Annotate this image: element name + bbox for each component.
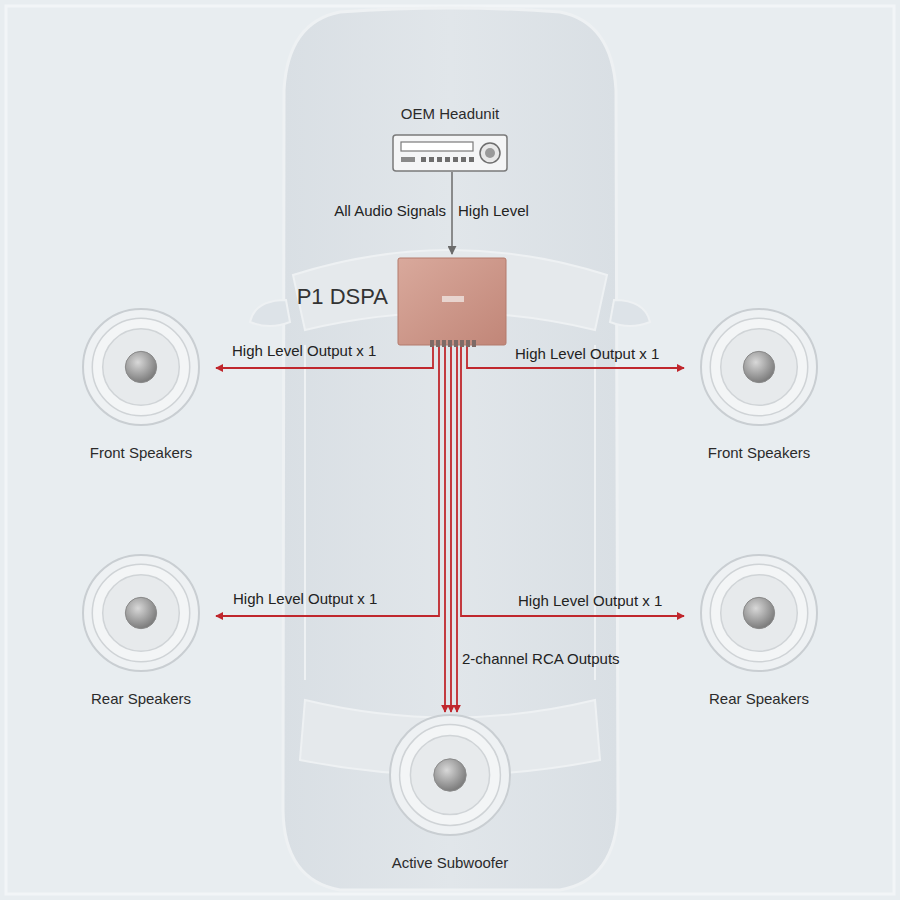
edge-label: All Audio Signals [334,202,446,220]
connector-line [467,345,684,368]
edge-label: High Level Output x 1 [233,590,377,608]
edge-label: High Level Output x 1 [232,342,376,360]
connector-line [451,172,453,254]
signal-connector [461,345,684,616]
dsp-amplifier-box: P1 DSPA [398,258,506,345]
speaker-icon [66,553,216,673]
edge-label: High Level Output x 1 [518,592,662,610]
speaker-label: Front Speakers [66,443,216,463]
connector-line [456,345,458,712]
speaker-label: Active Subwoofer [375,853,525,873]
signal-connector [452,172,453,254]
speaker-node: Rear Speakers [66,553,216,709]
dsp-housing [398,258,506,353]
speaker-node: Front Speakers [66,307,216,463]
headunit-node: OEM Headunit [378,104,522,172]
signal-connector [467,345,684,368]
connector-line [444,345,446,712]
speaker-icon [684,307,834,427]
connector-line [216,345,439,616]
signal-connector [216,345,439,616]
speaker-label: Front Speakers [684,443,834,463]
speaker-node: Front Speakers [684,307,834,463]
signal-label: High Level [458,202,529,220]
speaker-label: Rear Speakers [684,689,834,709]
speaker-icon [66,307,216,427]
device-name: P1 DSPA [297,284,388,310]
connector-line [450,345,452,712]
edge-label: 2-channel RCA Outputs [462,650,620,668]
node-label: OEM Headunit [378,104,522,124]
speaker-node: Rear Speakers [684,553,834,709]
speaker-label: Rear Speakers [66,689,216,709]
connector-line [461,345,684,616]
speaker-icon [684,553,834,673]
edge-label: High Level Output x 1 [515,345,659,363]
speaker-node: Active Subwoofer [375,713,525,873]
signal-connector [445,345,457,712]
speaker-icon [375,713,525,837]
